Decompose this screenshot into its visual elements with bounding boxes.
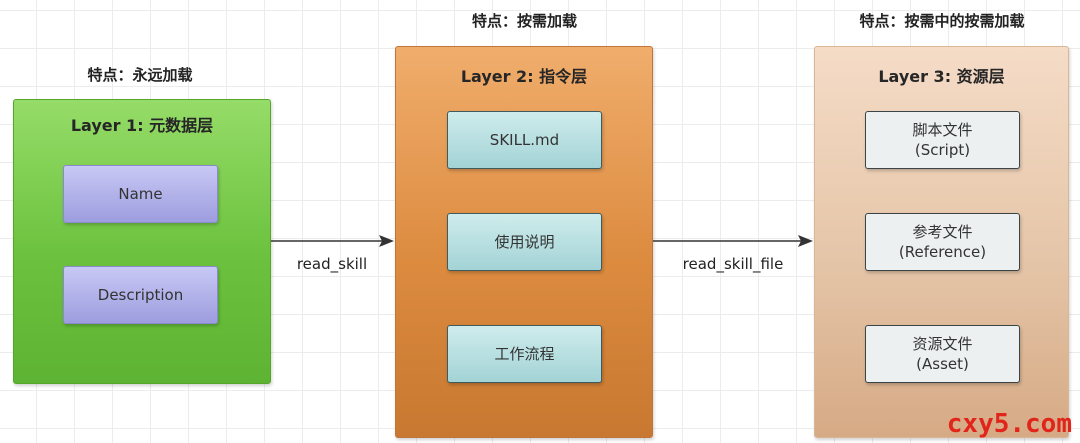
layer-3-item-asset-line-1: 资源文件: [912, 334, 973, 353]
layer-2-item-skill-md: SKILL.md: [447, 111, 602, 169]
layer-3-item-reference-line-2: (Reference): [898, 243, 987, 261]
layer-3-item-reference-line-1: 参考文件: [912, 222, 973, 241]
layer-3-item-asset-line-2: (Asset): [916, 355, 969, 373]
layer-1-container: Layer 1: 元数据层 Name Description: [13, 99, 271, 384]
layer-1-item-name: Name: [63, 165, 218, 223]
watermark: cxy5.com: [946, 409, 1072, 439]
layer-3-item-asset: 资源文件 (Asset): [865, 325, 1020, 383]
layer-3-caption: 特点：按需中的按需加载: [859, 12, 1025, 30]
layer-3-title: Layer 3: 资源层: [878, 67, 1005, 86]
layer-2-title: Layer 2: 指令层: [460, 67, 588, 86]
layer-3-item-script-line-1: 脚本文件: [912, 120, 973, 139]
layer-2-container: Layer 2: 指令层 SKILL.md 使用说明 工作流程: [395, 46, 653, 438]
layer-2-item-skill-md-label: SKILL.md: [489, 130, 560, 149]
layer-2-item-workflow-label: 工作流程: [494, 344, 555, 363]
layer-3-item-script-line-2: (Script): [914, 141, 971, 159]
layer-3-container: Layer 3: 资源层 脚本文件 (Script) 参考文件 (Referen…: [814, 46, 1069, 438]
edge-label-read-skill: read_skill: [296, 255, 368, 273]
layer-1-item-description-label: Description: [97, 285, 184, 304]
layer-1-title: Layer 1: 元数据层: [70, 116, 214, 135]
edge-layer2-to-layer3: [653, 235, 813, 247]
layer-3-item-script: 脚本文件 (Script): [865, 111, 1020, 169]
edge-layer1-to-layer2: [271, 235, 394, 247]
layer-2-item-usage: 使用说明: [447, 213, 602, 271]
layer-1-item-name-label: Name: [118, 184, 163, 203]
layer-3-item-reference: 参考文件 (Reference): [865, 213, 1020, 271]
layer-2-caption: 特点：按需加载: [471, 12, 577, 30]
layer-1-item-description: Description: [63, 266, 218, 324]
edge-label-read-skill-file: read_skill_file: [682, 255, 784, 273]
layer-2-item-usage-label: 使用说明: [494, 232, 555, 251]
layer-1-caption: 特点：永远加载: [87, 66, 193, 84]
layer-2-item-workflow: 工作流程: [447, 325, 602, 383]
